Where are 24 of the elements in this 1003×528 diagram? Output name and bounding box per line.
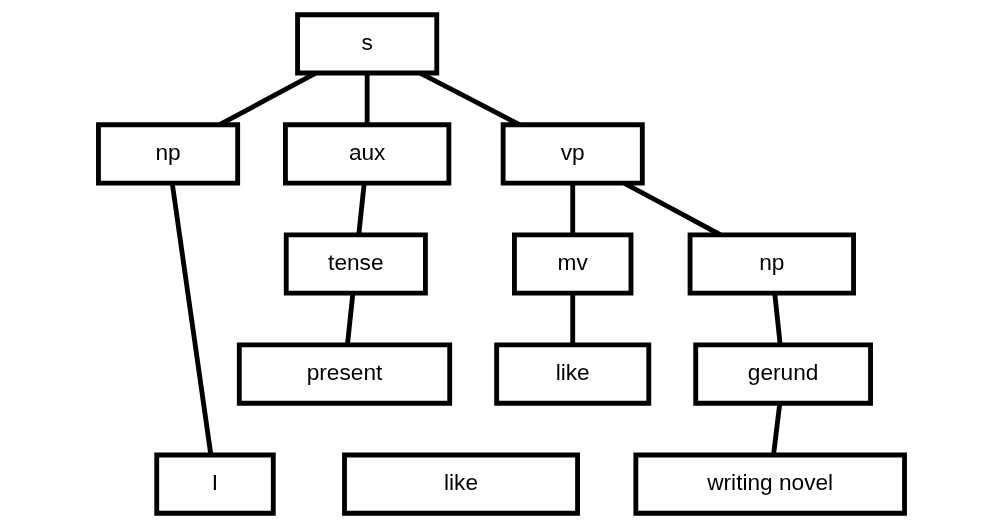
connector [419, 71, 521, 127]
connector [570, 183, 576, 235]
connector [364, 73, 370, 125]
node-box: like [494, 342, 652, 406]
connector [345, 293, 356, 345]
node-box: writing novel [633, 452, 907, 516]
node-box: np [687, 232, 856, 296]
node-box: s [295, 12, 440, 76]
node-box: aux [283, 122, 452, 186]
node-box: present [236, 342, 453, 406]
node-box: like [342, 452, 580, 516]
connector [623, 181, 722, 237]
connector [356, 183, 367, 235]
node-box: np [96, 122, 241, 186]
node-box: mv [512, 232, 634, 296]
connector [570, 293, 576, 345]
node-box: I [154, 452, 276, 516]
node-box: tense [283, 232, 428, 296]
connector [771, 403, 783, 455]
node-box: vp [500, 122, 645, 186]
connector [218, 71, 317, 127]
node-box: gerund [693, 342, 873, 406]
connector [169, 182, 214, 456]
connector [772, 293, 783, 345]
